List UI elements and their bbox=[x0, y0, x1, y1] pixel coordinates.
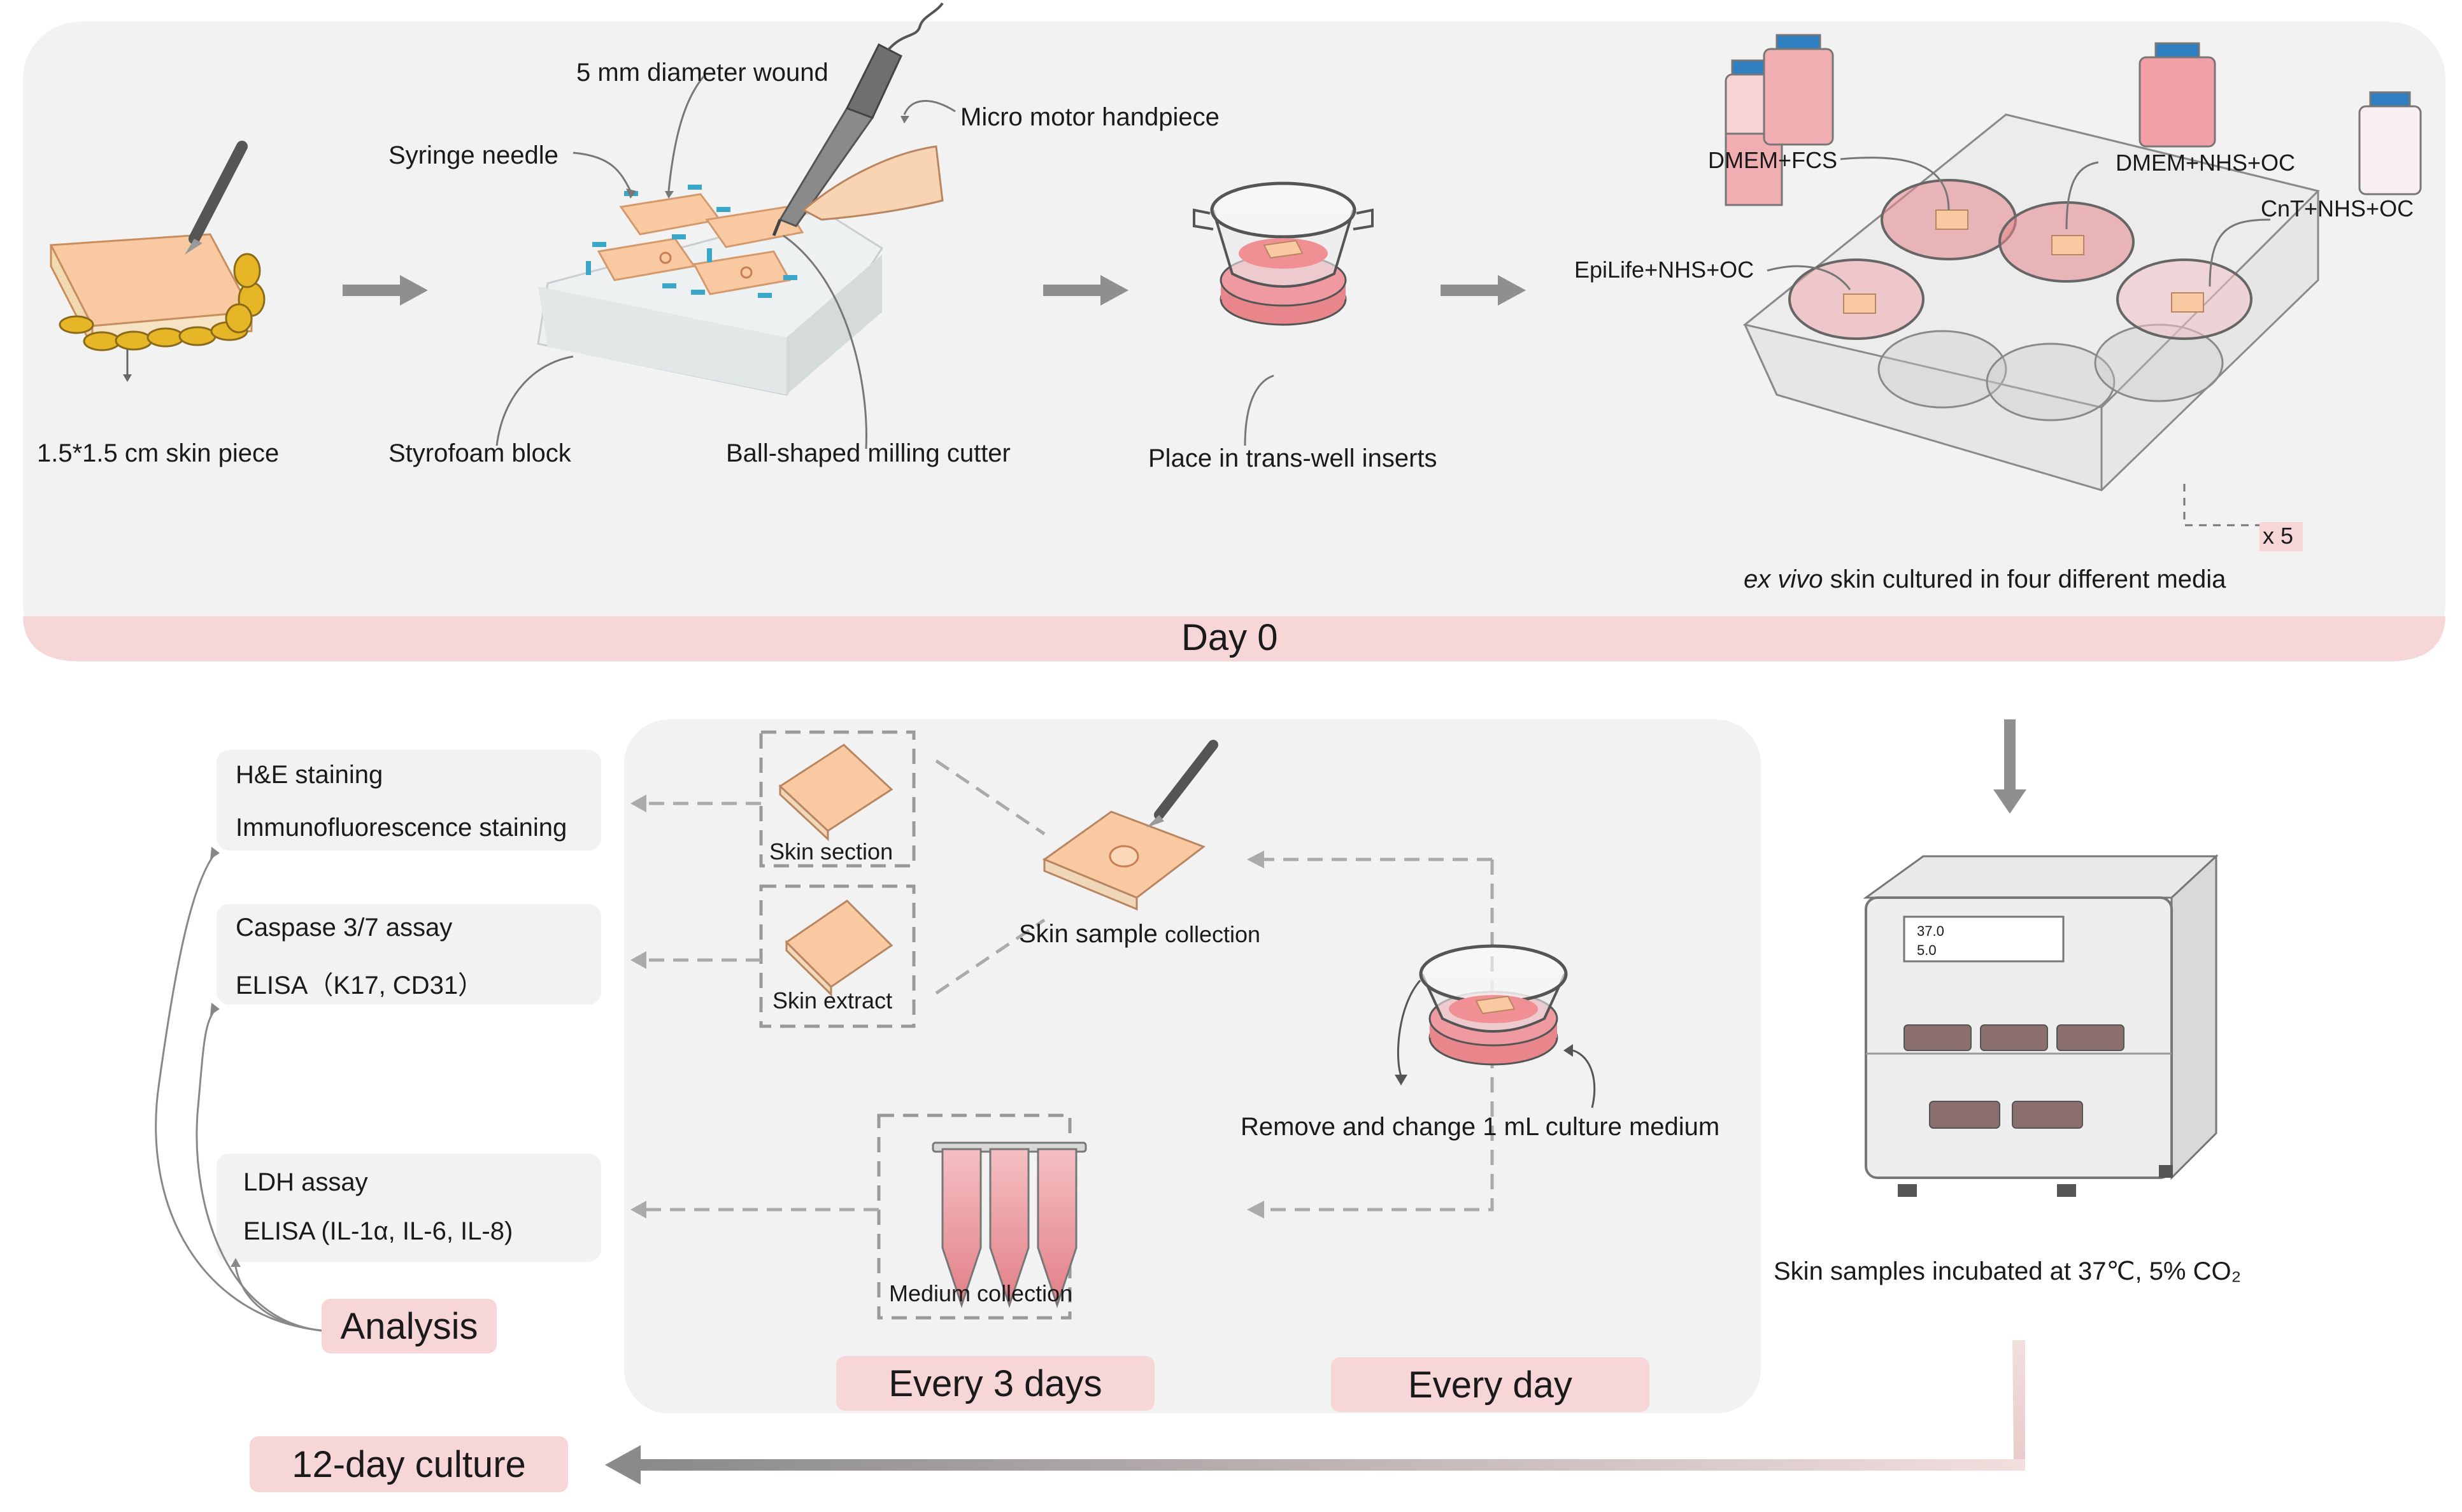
medium-change-label: Remove and change 1 mL culture medium bbox=[1241, 1113, 1720, 1141]
medium-label-epilife-nhs-oc: EpiLife+NHS+OC bbox=[1574, 257, 1754, 283]
every-3-days-badge: Every 3 days bbox=[836, 1356, 1155, 1411]
analysis-badge: Analysis bbox=[322, 1299, 497, 1353]
sample-collection-label-b: collection bbox=[1164, 921, 1261, 947]
medium-tubes-illustration bbox=[932, 1141, 1087, 1308]
day0-banner bbox=[23, 614, 2445, 661]
analysis-box2-line1: Caspase 3/7 assay bbox=[236, 914, 453, 942]
skin-extract-label: Skin extract bbox=[772, 987, 893, 1014]
skin-section-label: Skin section bbox=[769, 838, 893, 865]
day0-pointers bbox=[495, 76, 1274, 449]
culture-flow-arrowhead bbox=[605, 1445, 641, 1485]
duration-badge: 12-day culture bbox=[250, 1436, 568, 1492]
well-plate-illustration bbox=[1742, 113, 2320, 491]
process-arrows bbox=[343, 275, 1526, 306]
transwell-label: Place in trans-well inserts bbox=[1148, 444, 1437, 472]
incubator-readout-temp: 37.0 bbox=[1917, 923, 1944, 939]
styrofoam-label: Styrofoam block bbox=[388, 439, 571, 467]
day0-panel bbox=[23, 22, 2445, 661]
analysis-connector-heads bbox=[210, 847, 241, 1267]
analysis-box1-line1: H&E staining bbox=[236, 761, 383, 789]
day0-pointer-heads bbox=[626, 116, 909, 199]
plate-caption-rest: skin cultured in four different media bbox=[1823, 565, 2226, 593]
medium-collection-label: Medium collection bbox=[889, 1280, 1073, 1306]
skin-sample-illustration bbox=[1042, 740, 1218, 911]
day0-banner-label: Day 0 bbox=[1181, 617, 1278, 658]
analysis-box-3 bbox=[217, 1154, 601, 1262]
media-bottles bbox=[1725, 34, 2422, 206]
cutter-label: Ball-shaped milling cutter bbox=[726, 439, 1011, 467]
skin-section-illustration bbox=[778, 744, 893, 842]
analysis-box2-line2: ELISA（K17, CD31） bbox=[236, 971, 484, 1000]
analysis-box1-line2: Immunofluorescence staining bbox=[236, 814, 567, 842]
sample-collection-label-a: Skin sample bbox=[1019, 920, 1165, 948]
incubator-caption: Skin samples incubated at 37℃, 5% CO₂ bbox=[1774, 1257, 2242, 1285]
down-arrow-head bbox=[1993, 789, 2026, 814]
medium-label-cnt-nhs-oc: CnT+NHS+OC bbox=[2261, 195, 2414, 222]
analysis-connectors bbox=[155, 852, 322, 1332]
medium-label-dmem-nhs-oc: DMEM+NHS+OC bbox=[2116, 150, 2296, 176]
analysis-box3-line1: LDH assay bbox=[243, 1168, 368, 1196]
culture-panel bbox=[624, 719, 1761, 1413]
plate-caption-italic: ex vivo bbox=[1744, 565, 1823, 593]
times-badge bbox=[2259, 522, 2303, 551]
transwell-change-illustration bbox=[1395, 944, 1596, 1108]
dashed-arrowheads bbox=[630, 795, 1264, 1219]
analysis-box-1 bbox=[217, 750, 601, 851]
analysis-box3-line2: ELISA (IL-1α, IL-6, IL-8) bbox=[243, 1217, 513, 1245]
times-label: x 5 bbox=[2263, 523, 2294, 549]
down-arrow-shaft bbox=[2004, 719, 2016, 791]
skin-extract-illustration bbox=[785, 900, 893, 997]
skin-piece-illustration bbox=[49, 141, 266, 382]
styrofoam-illustration bbox=[537, 2, 944, 396]
analysis-box-2 bbox=[217, 904, 601, 1005]
plate-caption: ex vivo skin cultured in four different … bbox=[1744, 565, 2226, 593]
sample-collection-label: Skin sample collection bbox=[1019, 920, 1260, 948]
skin-piece-label: 1.5*1.5 cm skin piece bbox=[37, 439, 280, 467]
incubator-readout-co2: 5.0 bbox=[1917, 942, 1937, 958]
media-pointers bbox=[1767, 157, 2271, 526]
medium-label-dmem-fcs: DMEM+FCS bbox=[1708, 147, 1838, 173]
incubator-illustration bbox=[1863, 854, 2219, 1197]
every-day-badge: Every day bbox=[1331, 1357, 1649, 1412]
transwell-illustration bbox=[1193, 181, 1374, 326]
motor-label: Micro motor handpiece bbox=[960, 103, 1220, 131]
syringe-label: Syringe needle bbox=[388, 141, 559, 169]
wound-label: 5 mm diameter wound bbox=[576, 59, 829, 87]
